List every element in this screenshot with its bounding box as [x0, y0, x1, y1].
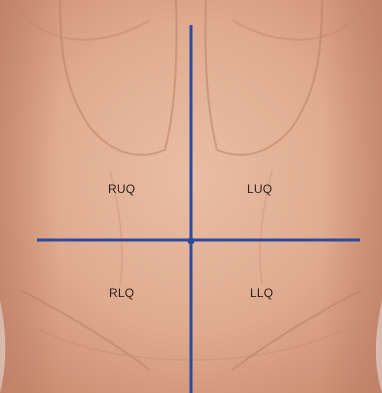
label-llq: LLQ: [250, 286, 273, 300]
label-luq: LUQ: [247, 182, 272, 196]
umbilicus-marker: [188, 238, 195, 245]
label-ruq: RUQ: [108, 182, 135, 196]
right-flank-shade: [322, 0, 382, 393]
left-flank-shade: [0, 0, 60, 393]
label-rlq: RLQ: [109, 286, 134, 300]
